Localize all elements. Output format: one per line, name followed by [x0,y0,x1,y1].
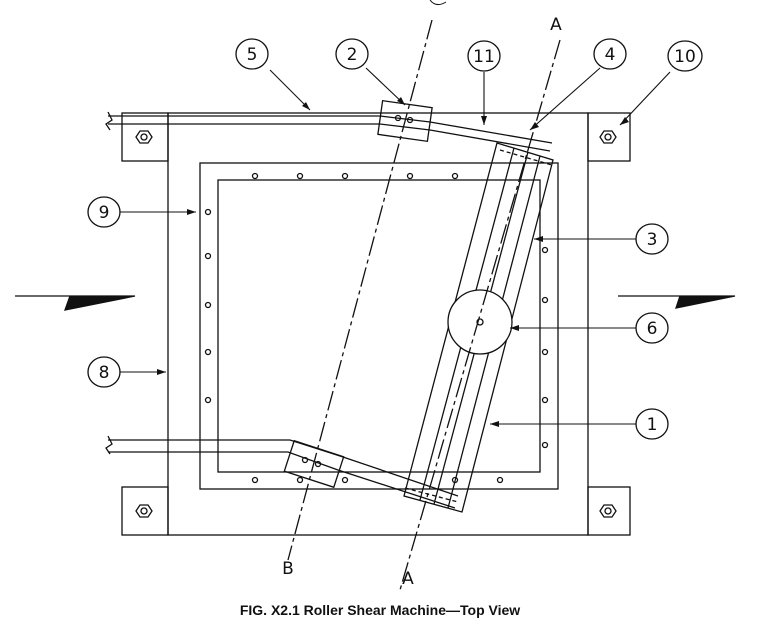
leader-lines [120,67,671,425]
callout-6-label: 6 [647,319,658,339]
callout-3-label: 3 [647,230,658,250]
direction-arrow-left [15,295,136,311]
callout-3-circle [635,223,669,255]
bottom-arm [108,439,459,509]
axis-b-line [287,19,433,561]
specimen-frame-outer [199,162,559,490]
mount-flange-top-left [121,112,169,162]
figure-caption: FIG. X2.1 Roller Shear Machine—Top View [239,602,521,618]
leader-arrowheads [157,97,629,427]
callout-10-label: 10 [674,47,696,67]
callout-11-label: 11 [473,47,495,67]
specimen-frame-inner [217,179,541,473]
callout-5-circle [235,38,269,70]
mount-flange-top-right [587,112,631,162]
mount-flange-bottom-left [121,486,169,536]
callout-6-circle [635,312,669,344]
roller-disc [447,289,513,355]
callout-4-circle [593,38,627,70]
axis-b-bottom-label: B [282,559,294,579]
axis-a-bottom-label: A [402,569,414,589]
callout-1-label: 1 [647,415,658,435]
callout-1-circle [635,408,669,440]
callout-9-circle [87,196,121,228]
top-arm [108,115,553,152]
top-clamp-block [377,99,433,143]
callout-11-circle [467,40,501,72]
callout-10-circle [667,40,703,72]
callout-5-label: 5 [247,45,258,65]
callouts [87,38,703,440]
axis-a-top-label: A [550,15,562,35]
callout-2-circle [335,38,369,70]
callout-8-circle [87,356,121,388]
direction-arrow-right [618,295,736,309]
roller-beam [403,142,554,513]
callout-4-label: 4 [605,45,616,65]
mount-flange-bottom-right [587,486,631,536]
callout-8-label: 8 [99,363,110,383]
roller-axle [476,318,484,326]
mount-bolts [135,130,617,518]
base-plate [167,112,589,536]
callout-2-label: 2 [347,45,358,65]
callout-9-label: 9 [99,203,110,223]
